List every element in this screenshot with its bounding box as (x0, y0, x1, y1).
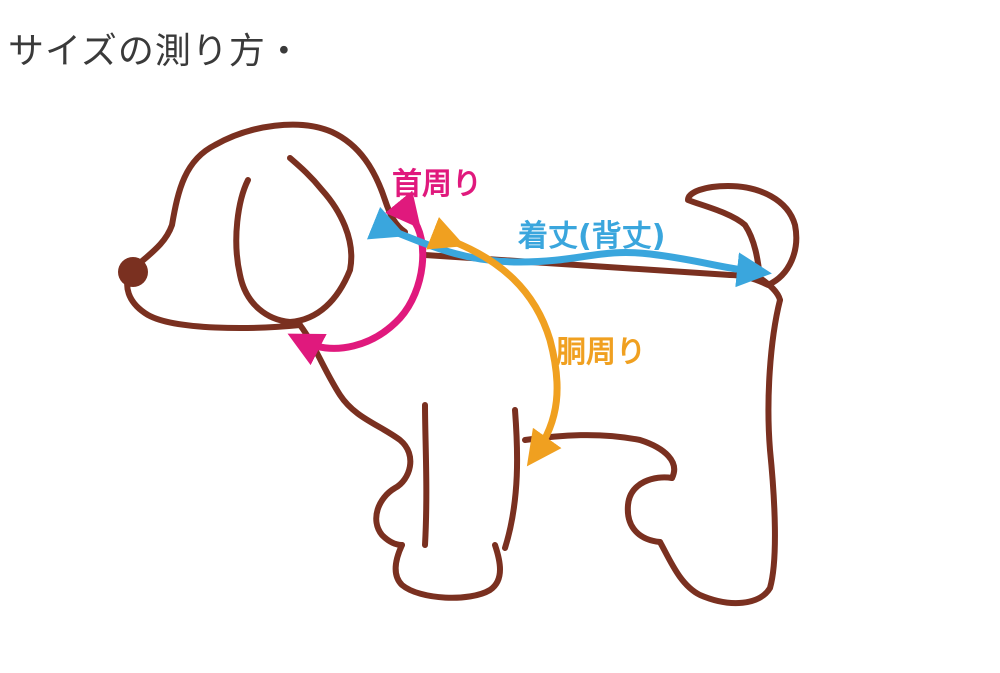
dog-front-leg (422, 402, 430, 548)
dog-chest-front (297, 322, 414, 548)
dog-hind-leg (624, 474, 675, 545)
chest-label: 胴周り (556, 335, 646, 370)
dog-head (124, 121, 408, 331)
length-label: 着丈(背丈) (518, 219, 665, 254)
chest-measurement-arrow (426, 216, 562, 467)
dog-front-leg-back (502, 407, 521, 551)
neck-label: 首周り (392, 167, 482, 202)
dog-hind-foot (657, 297, 783, 607)
page-title: サイズの測り方・ (8, 31, 303, 72)
dog-ear (233, 155, 355, 325)
dog-nose (118, 257, 148, 287)
dog-front-foot (392, 542, 503, 601)
